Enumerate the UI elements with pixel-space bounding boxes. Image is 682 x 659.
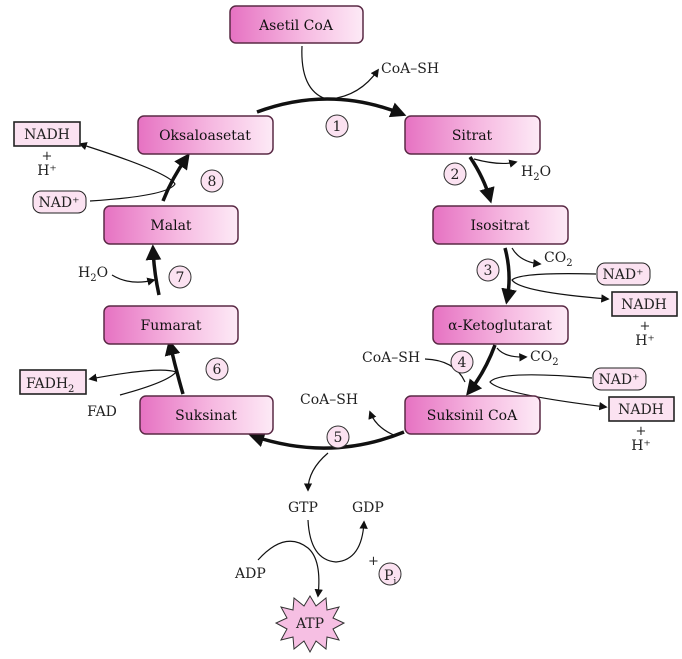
arrow-co2-4 (496, 347, 528, 362)
arrow-h2o-out (473, 158, 518, 168)
cofactor-labels: NAD⁺ NADH + H⁺ NAD⁺ NADH + H⁺ NADH + H⁺ … (13, 121, 678, 454)
step-markers: 1 2 3 4 5 6 7 8 (168, 114, 500, 449)
label-ketoglutarat: α-Ketoglutarat (448, 318, 552, 334)
arrow-nad-in-3 (511, 273, 610, 303)
h-plus-3: H⁺ (635, 333, 655, 349)
gdp-label: GDP (352, 500, 384, 516)
pi-label: Pi (384, 568, 396, 587)
arrow-co2-3 (511, 247, 542, 268)
nadh-label-3: NADH (621, 297, 667, 313)
step-4-number: 4 (458, 355, 467, 371)
step-1: 1 (325, 114, 349, 138)
step-3: 3 (476, 258, 500, 282)
step-6-number: 6 (213, 362, 222, 378)
arrow-nad-nadh-8 (78, 142, 176, 202)
arrow-nad-in-4 (489, 374, 608, 411)
arrow-coash-out (329, 68, 379, 100)
arrow-fad-fadh2 (88, 369, 177, 396)
arrow-h2o-in (111, 274, 156, 286)
cycle-arrow-4 (466, 344, 497, 396)
nad-label-4: NAD⁺ (599, 372, 640, 388)
coa-sh-label-5: CoA–SH (300, 392, 358, 408)
step-5: 5 (326, 425, 350, 449)
pi-marker: Pi (378, 562, 402, 587)
step-1-number: 1 (333, 119, 342, 135)
label-suksinil-coa: Suksinil CoA (427, 408, 518, 424)
arrow-coash-in-4 (424, 358, 466, 383)
box-suksinil-coa: Suksinil CoA (404, 395, 541, 435)
fad-label: FAD (87, 404, 117, 420)
box-isositrat: Isositrat (432, 205, 569, 245)
arrow-coash-out-5 (368, 410, 397, 437)
atp-burst: ATP (274, 595, 346, 654)
label-isositrat: Isositrat (470, 218, 529, 234)
coa-sh-label-1: CoA–SH (381, 61, 439, 77)
plain-labels: CoA–SH H2O CO2 CoA–SH CO2 CoA–SH GTP GDP… (78, 61, 573, 582)
nad-label-8: NAD⁺ (39, 195, 80, 211)
step-6: 6 (205, 357, 229, 381)
step-2-number: 2 (451, 167, 460, 183)
coa-sh-label-4: CoA–SH (362, 350, 420, 366)
fadh2-label: FADH2 (26, 376, 74, 395)
box-malat: Malat (103, 205, 239, 245)
step-8: 8 (200, 169, 224, 193)
step-5-number: 5 (334, 430, 343, 446)
atp-label: ATP (295, 616, 324, 632)
co2-label-3: CO2 (544, 250, 573, 269)
label-fumarat: Fumarat (140, 318, 201, 334)
step-4: 4 (450, 350, 474, 374)
step-8-number: 8 (208, 174, 217, 190)
compound-boxes: Asetil CoA Sitrat Isositrat α-Ketoglutar… (103, 5, 569, 435)
h2o-label-7: H2O (78, 265, 108, 284)
cycle-arrow-1 (256, 97, 407, 118)
pi-plus: + (368, 554, 379, 569)
cycle-arrow-7 (145, 244, 162, 296)
box-fumarat: Fumarat (103, 305, 239, 345)
cycle-arrow-2 (468, 156, 495, 204)
cycle-arrow-5 (248, 430, 405, 450)
h2o-label-2: H2O (521, 164, 551, 183)
box-ketoglutarat: α-Ketoglutarat (432, 305, 569, 345)
arrow-gtp-gdp (307, 519, 368, 563)
label-asetil-coa: Asetil CoA (258, 18, 334, 34)
adp-label: ADP (234, 566, 266, 582)
label-oksaloasetat: Oksaloasetat (159, 128, 251, 144)
cycle-arrow-8 (161, 153, 190, 202)
side-arrows (78, 45, 610, 598)
plus-8: + (42, 149, 53, 164)
arrow-adp-atp (257, 540, 323, 598)
h-plus-4: H⁺ (631, 438, 651, 454)
cycle-arrow-6 (164, 339, 185, 395)
nadh-label-4: NADH (618, 402, 664, 418)
step-7-number: 7 (176, 270, 185, 286)
gtp-label: GTP (288, 500, 318, 516)
cycle-arrow-3 (501, 247, 517, 305)
label-sitrat: Sitrat (452, 128, 493, 144)
plus-3: + (640, 319, 651, 334)
step-2: 2 (443, 162, 467, 186)
step-3-number: 3 (484, 263, 493, 279)
box-asetil-coa: Asetil CoA (229, 5, 364, 44)
box-suksinat: Suksinat (139, 395, 274, 435)
co2-label-4: CO2 (530, 349, 559, 368)
arrow-asetil-in (301, 45, 327, 100)
plus-4: + (636, 424, 647, 439)
h-plus-8: H⁺ (37, 163, 57, 179)
arrow-gdp-gtp (303, 452, 329, 492)
step-7: 7 (168, 265, 192, 289)
nadh-label-8: NADH (24, 127, 70, 143)
cycle-arrows (145, 97, 517, 450)
label-malat: Malat (150, 218, 192, 234)
box-oksaloasetat: Oksaloasetat (137, 115, 274, 155)
label-suksinat: Suksinat (175, 408, 237, 424)
nad-label-3: NAD⁺ (603, 267, 644, 283)
box-sitrat: Sitrat (404, 115, 541, 155)
